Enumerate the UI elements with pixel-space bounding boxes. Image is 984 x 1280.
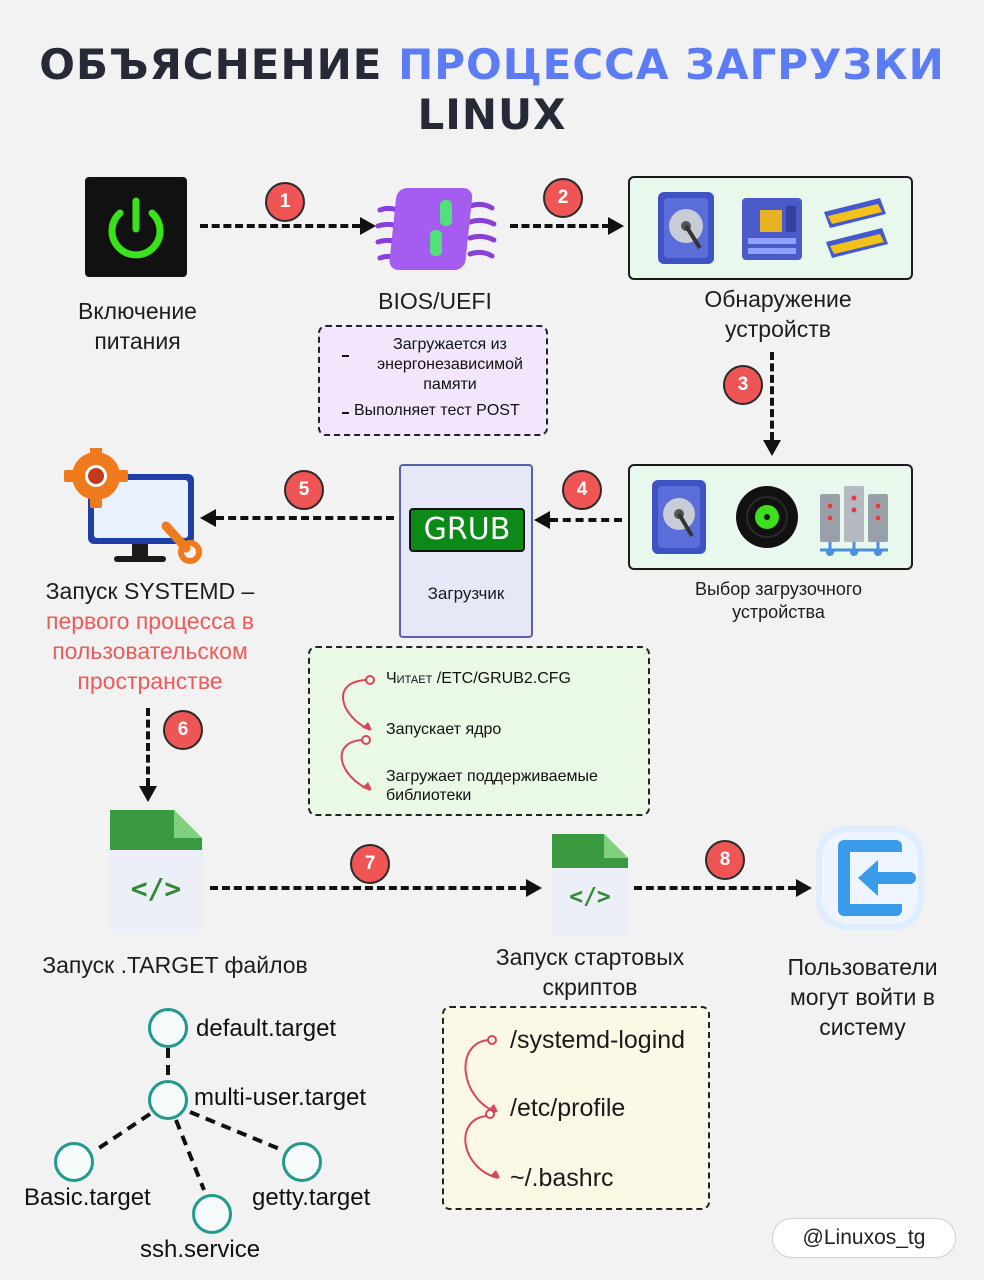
- startup-scripts-label: Запуск стартовых скриптов: [495, 944, 685, 1000]
- tree-node-right: [282, 1142, 322, 1182]
- motherboard-icon: [742, 198, 802, 260]
- script-note-1: /systemd-logind: [510, 1026, 686, 1054]
- power-label: Включение питания: [78, 298, 197, 354]
- grub-notes-box: Читает /ETC/GRUB2.CFG Запускает ядро Заг…: [308, 646, 650, 816]
- bios-note-2: Выполняет тест POST: [354, 402, 520, 419]
- tree-node-root: [148, 1008, 188, 1048]
- tree-label-left: Basic.target: [24, 1184, 151, 1211]
- grub-caption: Загрузчик: [427, 584, 505, 603]
- flow-curve-icon: [340, 675, 375, 791]
- grub-loader-box: GRUB Загрузчик: [399, 464, 533, 638]
- tree-node-center: [192, 1194, 232, 1234]
- arrow-6-head: [139, 786, 157, 802]
- chip-icon: [372, 180, 500, 280]
- arrow-3-head: [763, 440, 781, 456]
- systemd-label-1: Запуск SYSTEMD –: [45, 578, 255, 604]
- bullet-dash-1: [342, 355, 349, 357]
- step-badge-5: 5: [284, 470, 324, 510]
- arrow-1-head: [360, 217, 376, 235]
- hard-drive-icon-2: [652, 480, 706, 554]
- script-note-3: ~/.bashrc: [510, 1164, 614, 1192]
- monitor-settings-icon: [62, 444, 208, 568]
- script-file-icon: </>: [544, 830, 634, 938]
- power-icon: [85, 177, 187, 277]
- code-symbol-2: </>: [569, 884, 611, 910]
- device-detection-box: [628, 176, 913, 280]
- script-note-2: /etc/profile: [510, 1094, 626, 1122]
- grub-badge: GRUB: [409, 508, 525, 552]
- page-title: ОБЪЯСНЕНИЕ ПРОЦЕССА ЗАГРУЗКИ: [0, 40, 984, 89]
- ram-modules-icon: [824, 198, 888, 258]
- tree-label-mid: multi-user.target: [194, 1084, 367, 1111]
- target-files-text: Запуск .TARGET файлов: [42, 952, 308, 978]
- target-tree-lines: [94, 1048, 283, 1191]
- step-badge-8: 8: [705, 840, 745, 880]
- arrow-5-line: [216, 516, 394, 520]
- arrow-5-head: [200, 509, 216, 527]
- page-title-line2: LINUX: [417, 90, 567, 139]
- code-symbol: </>: [130, 872, 182, 905]
- login-icon: [812, 822, 928, 934]
- script-notes-box: /systemd-logind /etc/profile ~/.bashrc: [442, 1006, 710, 1210]
- login-label: Пользователи могут войти в систему: [787, 954, 938, 1040]
- tree-label-center: ssh.service: [140, 1236, 261, 1263]
- bios-note-1: Загружается из энергонезависимой памяти: [376, 336, 523, 393]
- bootselect-label: Выбор загрузочного устройства: [694, 579, 863, 622]
- arrow-1-line: [200, 224, 360, 228]
- systemd-label-2: первого процесса в пользовательском прос…: [46, 608, 254, 694]
- arrow-4-head: [534, 511, 550, 529]
- tree-node-left: [54, 1142, 94, 1182]
- tree-label-right: getty.target: [252, 1184, 371, 1211]
- flow-curve-icon-2: [464, 1035, 500, 1179]
- hard-drive-icon: [658, 192, 714, 264]
- step-badge-3: 3: [723, 365, 763, 405]
- detect-label: Обнаружение устройств: [704, 286, 852, 342]
- bios-label: BIOS/UEFI: [378, 288, 492, 314]
- arrow-4-line: [550, 518, 622, 522]
- tree-label-root: default.target: [196, 1015, 337, 1042]
- disc-icon: [736, 486, 798, 548]
- arrow-7-line: [210, 886, 528, 890]
- title-part-1: ОБЪЯСНЕНИЕ: [39, 40, 399, 89]
- step-badge-2: 2: [543, 178, 583, 218]
- step-badge-4: 4: [562, 470, 602, 510]
- bullet-dash-2: [342, 412, 349, 414]
- arrow-7-head: [526, 879, 542, 897]
- target-files-label: Запуск .TARGET файлов: [20, 950, 330, 980]
- step-badge-7: 7: [350, 844, 390, 884]
- author-handle[interactable]: @Linuxos_tg: [772, 1218, 956, 1258]
- boot-device-box: [628, 464, 913, 570]
- arrow-2-head: [608, 217, 624, 235]
- tree-node-mid: [148, 1080, 188, 1120]
- grub-note-3: Загружает поддерживаемые библиотеки: [386, 768, 598, 804]
- bios-notes-box: Загружается из энергонезависимой памяти …: [318, 325, 548, 436]
- step-badge-6: 6: [163, 710, 203, 750]
- server-network-icon: [820, 486, 888, 556]
- grub-note-2: Запускает ядро: [386, 721, 502, 738]
- arrow-3-line: [770, 352, 774, 440]
- arrow-2-line: [510, 224, 610, 228]
- step-badge-1: 1: [265, 182, 305, 222]
- arrow-6-line: [146, 708, 150, 786]
- grub-note-1: Читает /ETC/GRUB2.CFG: [386, 670, 571, 687]
- arrow-8-line: [634, 886, 796, 890]
- title-part-2: ПРОЦЕССА ЗАГРУЗКИ: [398, 40, 945, 89]
- code-file-icon: </>: [100, 806, 210, 936]
- arrow-8-head: [796, 879, 812, 897]
